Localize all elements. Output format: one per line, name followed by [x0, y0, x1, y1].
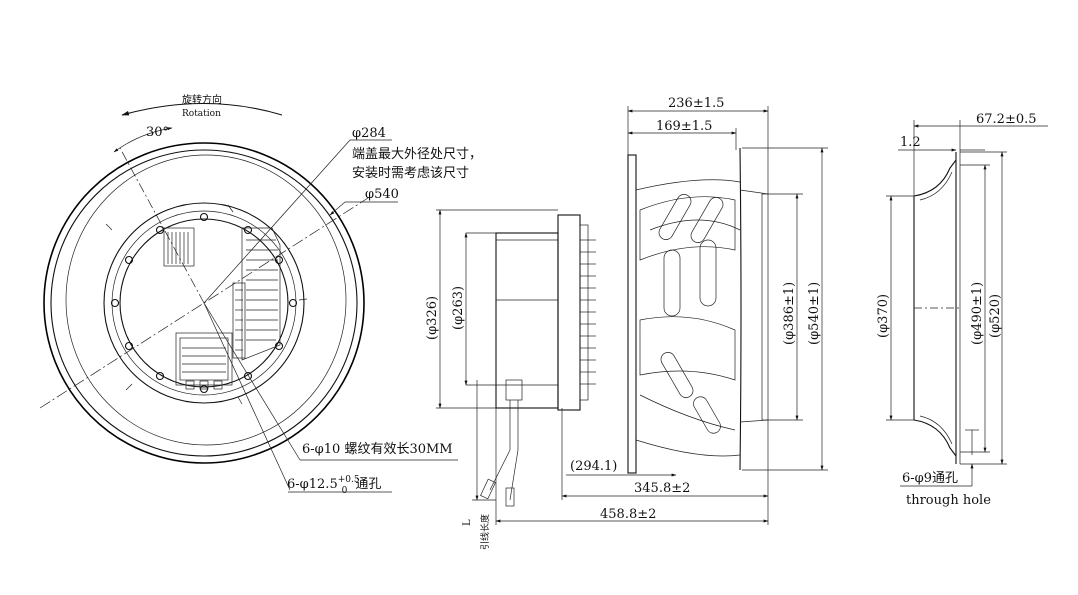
dim-236-label: 236±1.5	[668, 96, 724, 111]
cable-length-label: 引线长度	[479, 514, 491, 550]
leader-holes	[203, 302, 291, 491]
ring-bottom-curve	[913, 419, 957, 457]
d540-label: φ540	[365, 187, 399, 202]
motor-body	[119, 218, 289, 388]
d284-label: φ284	[352, 126, 386, 141]
thread-holes-label: 6-φ10 螺纹有效长30MM	[302, 442, 453, 457]
outer-ring-outer	[43, 142, 365, 464]
heatsink-fins	[232, 227, 281, 361]
motor-housing	[495, 232, 559, 409]
side-view: (φ326) (φ263) (φ386±1) (φ540±1) 236±1.5 …	[425, 96, 828, 550]
leader-d284	[203, 139, 351, 304]
blade-envelope	[65, 154, 347, 446]
dim-345-label: 345.8±2	[634, 481, 690, 496]
dim-294-label: (294.1)	[570, 459, 617, 474]
angle-30-arc	[113, 127, 173, 153]
flange-tabs	[105, 204, 308, 405]
flange-holes	[110, 212, 298, 394]
terminal-box	[175, 332, 233, 390]
d520-label: (φ520)	[988, 294, 1003, 338]
ring-view: (φ370) (φ490±1) (φ520) 67.2±0.5 1.2 6-φ9…	[876, 112, 1048, 508]
flange-outer	[103, 202, 305, 404]
motor-fins	[580, 239, 596, 385]
angle-30-label: 30°	[146, 125, 169, 140]
impeller-backplate	[627, 154, 637, 474]
motor-flange	[557, 214, 581, 411]
electronics-top	[163, 227, 195, 267]
d326-label: (φ326)	[425, 296, 440, 340]
leader-threads	[203, 302, 301, 461]
rotation-label-en: Rotation	[182, 109, 221, 119]
endcap-note-line1: 端盖最大外径处尺寸，	[352, 147, 482, 162]
centerline-diag	[39, 197, 369, 409]
d540-side-label: (φ540±1)	[807, 282, 822, 345]
impeller-blades	[639, 194, 741, 434]
endcap-note-line2: 安装时需考虑该尺寸	[352, 166, 469, 181]
dim-1-2-label: 1.2	[900, 135, 921, 150]
ring-top-curve	[913, 159, 957, 197]
rotation-arrow	[121, 103, 283, 116]
cable	[480, 379, 523, 507]
d386-label: (φ386±1)	[782, 282, 797, 345]
ring-holes-label: 6-φ9通孔	[902, 471, 958, 486]
dim-67-label: 67.2±0.5	[976, 112, 1037, 127]
ring-holes-en-label: through hole	[906, 493, 991, 508]
rotation-label-cn: 旋转方向	[182, 93, 222, 106]
angle-ref-line	[119, 147, 205, 304]
d263-label: (φ263)	[451, 286, 466, 330]
d370-label: (φ370)	[876, 294, 891, 338]
outer-ring-inner	[50, 149, 358, 457]
front-view: 旋转方向 Rotation 30°	[39, 93, 482, 496]
dim-169-label: 169±1.5	[656, 119, 712, 134]
cable-L-label: L	[462, 519, 473, 526]
dim-458-label: 458.8±2	[600, 507, 656, 522]
d490-label: (φ490±1)	[970, 282, 985, 345]
